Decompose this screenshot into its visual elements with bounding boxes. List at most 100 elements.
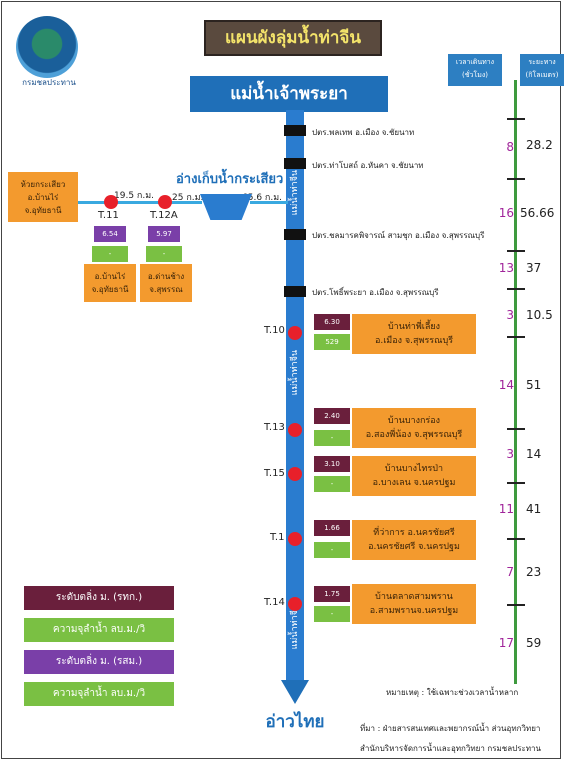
place-line: อ.บ้านไร่ <box>94 272 126 281</box>
station-code: T.14 <box>264 597 285 608</box>
place-line: อ.เมือง จ.สุพรรณบุรี <box>374 336 454 346</box>
segment-time: 14 <box>498 378 514 392</box>
segment-time: 16 <box>498 206 514 220</box>
reservoir-shape <box>200 194 252 220</box>
level-value: 6.54 <box>94 226 126 242</box>
level-value: 5.97 <box>148 226 180 242</box>
station-place-box: อ.ด่านช้าง จ.สุพรรณ <box>140 264 192 302</box>
station-place-box: บ้านบางกร่อง อ.สองพี่น้อง จ.สุพรรณบุรี <box>352 408 476 448</box>
station-place-box: บ้านท่าพี่เลี้ยง อ.เมือง จ.สุพรรณบุรี <box>352 314 476 354</box>
chao-phraya-river-box: แม่น้ำเจ้าพระยา <box>190 76 388 112</box>
segment-distance: 28.2 <box>526 138 553 152</box>
segment-time: 3 <box>506 308 514 322</box>
logo-caption: กรมชลประทาน <box>22 78 76 87</box>
place-line: บ้านบางกร่อง <box>387 416 441 426</box>
place-line: จ.สุพรรณ <box>149 285 183 294</box>
tributary-source-box: ห้วยกระเสียว อ.บ้านไร่ จ.อุทัยธานี <box>8 172 78 222</box>
river-label-2: แม่น้ำท่าจีน <box>290 350 300 396</box>
segment-distance: 41 <box>526 502 542 516</box>
segment-tick <box>507 604 525 606</box>
place-line: บ้านบางไทรป่า <box>384 464 444 474</box>
gate-label: ปตร.ชลมารคพิจารณ์ สามชุก อ.เมือง จ.สุพรร… <box>312 231 485 240</box>
header-line: เวลาเดินทาง <box>455 58 495 66</box>
segment-tick <box>507 538 525 540</box>
segment-distance: 23 <box>526 565 542 579</box>
gate-label: ปตร.ท่าโบสถ์ อ.หันคา จ.ชัยนาท <box>312 161 424 170</box>
station-dot-t12a <box>158 195 172 209</box>
place-line: อ.นครชัยศรี จ.นครปฐม <box>368 542 460 552</box>
station-code: T.10 <box>264 325 285 336</box>
source-line: อ.บ้านไร่ <box>27 192 59 202</box>
gulf-of-thailand-label: อ่าวไทย <box>265 712 325 732</box>
segment-tick <box>507 118 525 120</box>
legend-bank-level-msl: ระดับตลิ่ง ม. (รทก.) <box>24 586 174 610</box>
header-line: ระยะทาง <box>528 58 556 66</box>
station-code: T.12A <box>150 210 178 221</box>
place-line: บ้านท่าพี่เลี้ยง <box>387 322 441 332</box>
source-line: ห้วยกระเสียว <box>20 179 66 189</box>
level-value: 3.10 <box>314 456 350 472</box>
header-line: (กิโลเมตร) <box>525 71 559 79</box>
flow-value: - <box>314 430 350 446</box>
distance-label: 25 ก.ม. <box>172 193 204 203</box>
place-line: จ.อุทัยธานี <box>91 285 129 294</box>
flow-value: - <box>92 246 128 262</box>
station-code: T.15 <box>264 468 285 479</box>
segment-tick <box>507 482 525 484</box>
segment-distance: 10.5 <box>526 308 553 322</box>
distance-label: 65.6 ก.ม. <box>242 193 283 203</box>
river-arrow-head <box>281 680 309 704</box>
tributary-line <box>250 201 288 204</box>
gate-marker <box>284 125 306 136</box>
distance-label: 19.5 ก.ม. <box>114 191 155 201</box>
station-place-box: บ้านบางไทรป่า อ.บางเลน จ.นครปฐม <box>352 456 476 496</box>
segment-time: 7 <box>506 565 514 579</box>
gate-marker <box>284 158 306 169</box>
station-dot-t13 <box>288 423 302 437</box>
station-dot-t15 <box>288 467 302 481</box>
rid-logo <box>16 16 78 78</box>
distance-header: ระยะทาง (กิโลเมตร) <box>520 54 564 86</box>
segment-tick <box>507 428 525 430</box>
level-value: 2.40 <box>314 408 350 424</box>
place-line: อ.สามพรานจ.นครปฐม <box>369 606 459 616</box>
station-dot-t1 <box>288 532 302 546</box>
gate-label: ปตร.โพธิ์พระยา อ.เมือง จ.สุพรรณบุรี <box>312 288 439 297</box>
travel-time-header: เวลาเดินทาง (ชั่วโมง) <box>448 54 502 86</box>
place-line: อ.บางเลน จ.นครปฐม <box>372 478 456 488</box>
segment-distance: 37 <box>526 261 542 275</box>
place-line: ที่ว่าการ อ.นครชัยศรี <box>373 528 455 538</box>
segment-distance: 56.66 <box>520 206 555 220</box>
distance-axis-line <box>514 80 517 684</box>
level-value: 1.66 <box>314 520 350 536</box>
station-dot-t10 <box>288 326 302 340</box>
flow-value: 529 <box>314 334 350 350</box>
segment-time: 8 <box>506 140 514 154</box>
station-place-box: บ้านตลาดสามพราน อ.สามพรานจ.นครปฐม <box>352 584 476 624</box>
gate-label: ปตร.พลเทพ อ.เมือง จ.ชัยนาท <box>312 128 415 137</box>
place-line: อ.สองพี่น้อง จ.สุพรรณบุรี <box>365 430 463 440</box>
station-place-box: ที่ว่าการ อ.นครชัยศรี อ.นครชัยศรี จ.นครป… <box>352 520 476 560</box>
level-value: 1.75 <box>314 586 350 602</box>
flow-value: - <box>314 542 350 558</box>
flow-value: - <box>146 246 182 262</box>
legend-bank-level-local: ระดับตลิ่ง ม. (รสม.) <box>24 650 174 674</box>
station-code: T.13 <box>264 422 285 433</box>
gate-marker <box>284 286 306 297</box>
segment-distance: 59 <box>526 636 542 650</box>
source-line: ที่มา : ฝ่ายสารสนเทศและพยากรณ์น้ำ ส่วนอุ… <box>360 724 541 733</box>
reservoir-label: อ่างเก็บน้ำกระเสียว <box>176 172 284 187</box>
station-code: T.1 <box>270 532 285 543</box>
place-line: อ.ด่านช้าง <box>147 272 185 281</box>
segment-tick <box>507 288 525 290</box>
place-line: บ้านตลาดสามพราน <box>375 592 453 602</box>
segment-tick <box>507 336 525 338</box>
flow-value: - <box>314 606 350 622</box>
station-dot-t14 <box>288 597 302 611</box>
segment-tick <box>507 250 525 252</box>
source-line: จ.อุทัยธานี <box>24 205 62 215</box>
river-label-1: แม่น้ำท่าจีน <box>290 170 300 216</box>
gate-marker <box>284 229 306 240</box>
tributary-line <box>78 201 202 204</box>
